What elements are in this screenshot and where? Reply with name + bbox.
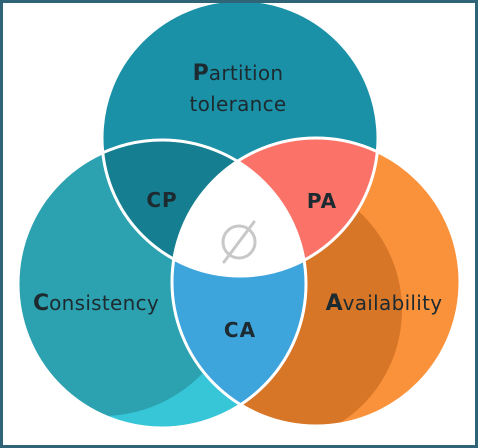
center-region bbox=[172, 140, 306, 276]
availability-outline bbox=[170, 136, 462, 428]
partition-label-line2: tolerance bbox=[189, 92, 286, 116]
ca-label: CA bbox=[224, 318, 256, 342]
pa-region bbox=[172, 138, 378, 276]
empty-set-icon bbox=[221, 220, 257, 264]
availability-label: Availability bbox=[326, 291, 443, 316]
empty-set-slash bbox=[222, 220, 256, 264]
cp-label: CP bbox=[146, 188, 177, 212]
partition-label-line1: Partition bbox=[193, 61, 284, 86]
partition-outline bbox=[100, 0, 380, 278]
consistency-label: Consistency bbox=[33, 291, 159, 316]
consistency-outline bbox=[16, 138, 308, 430]
pa-label: PA bbox=[307, 189, 337, 213]
empty-set-ring bbox=[221, 224, 257, 260]
